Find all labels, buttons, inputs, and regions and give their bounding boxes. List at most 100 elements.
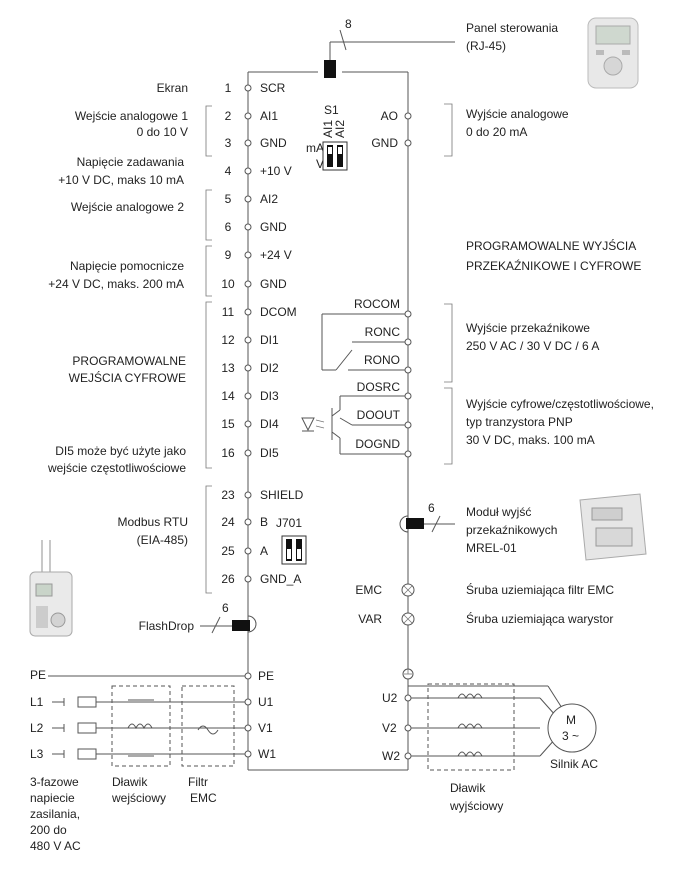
motor-label: Silnik AC bbox=[550, 757, 598, 771]
terminal-doout[interactable] bbox=[404, 421, 412, 429]
relay-circuit bbox=[321, 313, 405, 371]
label-modbus-2: (EIA-485) bbox=[137, 533, 188, 547]
w1-label: W1 bbox=[258, 747, 276, 761]
terminal-rocom[interactable] bbox=[404, 310, 412, 318]
label-aux-voltage-spec: +24 V DC, maks. 200 mA bbox=[48, 277, 184, 291]
output-choke-label: Dławik bbox=[450, 781, 486, 795]
terminal-14[interactable] bbox=[244, 392, 252, 400]
label-ao: Wyjście analogowe bbox=[466, 107, 569, 121]
terminal-name: AI1 bbox=[260, 109, 278, 123]
terminal-5[interactable] bbox=[244, 195, 252, 203]
terminal-rocom-label: ROCOM bbox=[354, 297, 400, 311]
right-terminals: AO GND ROCOM RONC RONO DOSRC DOOUT DOGND bbox=[354, 109, 412, 458]
terminal-9[interactable] bbox=[244, 251, 252, 259]
label-prog-inputs: PROGRAMOWALNE bbox=[72, 354, 186, 368]
label-aux-voltage: Napięcie pomocnicze bbox=[70, 259, 184, 273]
terminal-ao[interactable] bbox=[404, 112, 412, 120]
terminal-number: 2 bbox=[225, 109, 232, 123]
u2-label: U2 bbox=[382, 691, 398, 705]
terminal-name: DI2 bbox=[260, 361, 279, 375]
terminal-ao-label: AO bbox=[381, 109, 398, 123]
terminal-ronc[interactable] bbox=[404, 338, 412, 346]
terminal-dosrc[interactable] bbox=[404, 392, 412, 400]
terminal-name: GND bbox=[260, 136, 287, 150]
terminal-1[interactable] bbox=[244, 84, 252, 92]
terminal-6[interactable] bbox=[244, 223, 252, 231]
terminal-26[interactable] bbox=[244, 575, 252, 583]
terminal-ao-gnd[interactable] bbox=[404, 139, 412, 147]
label-ekran: Ekran bbox=[157, 81, 188, 95]
terminal-name: AI2 bbox=[260, 192, 278, 206]
var-label: VAR bbox=[358, 612, 382, 626]
right-brackets bbox=[444, 103, 453, 465]
s1-v-label: V bbox=[316, 157, 324, 171]
mrel-connector[interactable]: 6 Moduł wyjść przekaźnikowych MREL-01 bbox=[399, 501, 557, 555]
terminal-number: 11 bbox=[222, 305, 235, 319]
terminal-number: 9 bbox=[225, 248, 232, 262]
label-reference-spec: +10 V DC, maks 10 mA bbox=[58, 173, 184, 187]
terminal-23[interactable] bbox=[244, 491, 252, 499]
terminal-number: 14 bbox=[221, 389, 235, 403]
terminal-11[interactable] bbox=[244, 308, 252, 316]
terminal-2[interactable] bbox=[244, 112, 252, 120]
terminal-name: SCR bbox=[260, 81, 286, 95]
label-module: Moduł wyjść bbox=[466, 505, 531, 519]
terminal-number: 15 bbox=[221, 417, 235, 431]
v1-label: V1 bbox=[258, 721, 273, 735]
supply-label-2: napiecie bbox=[30, 791, 75, 805]
terminal-number: 25 bbox=[221, 544, 235, 558]
terminal-name: +24 V bbox=[260, 248, 292, 262]
terminal-dognd[interactable] bbox=[404, 450, 412, 458]
terminal-13[interactable] bbox=[244, 364, 252, 372]
input-choke-label-2: wejściowy bbox=[111, 791, 166, 805]
label-ai1: Wejście analogowe 1 bbox=[75, 109, 189, 123]
emc-screw[interactable]: EMC Śruba uziemiająca filtr EMC bbox=[355, 582, 614, 597]
j701-jumper[interactable]: J701 bbox=[276, 516, 307, 565]
terminal-16[interactable] bbox=[244, 449, 252, 457]
terminal-name: A bbox=[260, 544, 268, 558]
var-screw[interactable]: VAR Śruba uziemiająca warystor bbox=[358, 611, 613, 626]
terminal-4[interactable] bbox=[244, 167, 252, 175]
terminal-10[interactable] bbox=[244, 280, 252, 288]
terminal-number: 26 bbox=[221, 572, 235, 586]
terminal-name: DI3 bbox=[260, 389, 279, 403]
flashdrop-connector[interactable]: 6 FlashDrop bbox=[139, 601, 257, 634]
terminal-12[interactable] bbox=[244, 336, 252, 344]
label-relay-spec: 250 V AC / 30 V DC / 6 A bbox=[466, 339, 599, 353]
s1-ma-label: mA bbox=[306, 141, 324, 155]
s1-switch[interactable]: S1 AI1 AI2 mA V bbox=[306, 103, 348, 171]
terminal-name: +10 V bbox=[260, 164, 292, 178]
terminal-number: 16 bbox=[221, 446, 235, 460]
l1-label: L1 bbox=[30, 695, 44, 709]
supply-label-4: 200 do bbox=[30, 823, 67, 837]
terminal-name: SHIELD bbox=[260, 488, 304, 502]
terminal-number: 13 bbox=[221, 361, 235, 375]
terminal-name: GND bbox=[260, 220, 287, 234]
supply-label-5: 480 V AC bbox=[30, 839, 81, 853]
terminal-name: DI5 bbox=[260, 446, 279, 460]
panel-connector[interactable]: 8 Panel sterowania (RJ-45) bbox=[324, 17, 558, 78]
label-ao-range: 0 do 20 mA bbox=[466, 125, 527, 139]
j701-label: J701 bbox=[276, 516, 302, 530]
mrel-module-image bbox=[579, 493, 647, 561]
terminal-number: 1 bbox=[225, 81, 232, 95]
terminal-number: 6 bbox=[225, 220, 232, 234]
input-choke-label: Dławik bbox=[112, 775, 148, 789]
label-prog-inputs-2: WEJŚCIA CYFROWE bbox=[69, 370, 186, 385]
transistor-output bbox=[301, 395, 405, 455]
terminal-name: DI4 bbox=[260, 417, 279, 431]
terminal-dosrc-label: DOSRC bbox=[357, 380, 401, 394]
terminal-24[interactable] bbox=[244, 518, 252, 526]
terminal-3[interactable] bbox=[244, 139, 252, 147]
label-relay: Wyjście przekaźnikowe bbox=[466, 321, 590, 335]
label-di5: DI5 może być użyte jako bbox=[55, 444, 186, 458]
label-digout-type: typ tranzystora PNP bbox=[466, 415, 573, 429]
motor-symbol: M bbox=[566, 713, 576, 727]
label-ai1-range: 0 do 10 V bbox=[137, 125, 188, 139]
terminal-number: 23 bbox=[221, 488, 235, 502]
flashdrop-label: FlashDrop bbox=[139, 619, 195, 633]
terminal-15[interactable] bbox=[244, 420, 252, 428]
terminal-25[interactable] bbox=[244, 547, 252, 555]
terminal-rono[interactable] bbox=[404, 366, 412, 374]
